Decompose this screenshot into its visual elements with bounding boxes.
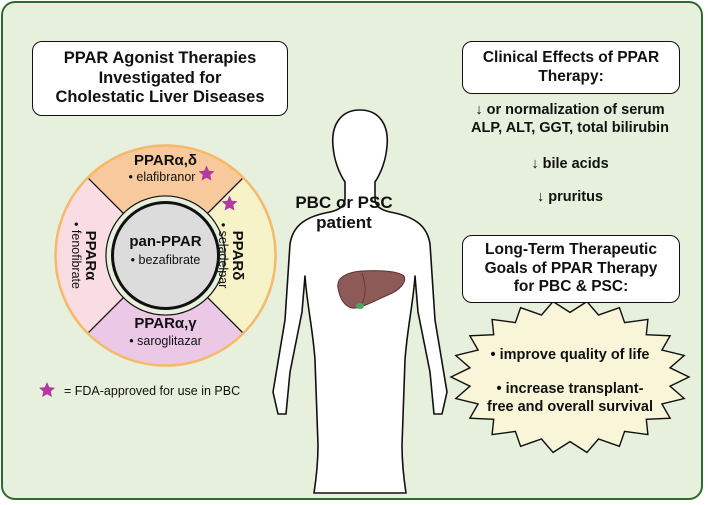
ppar-alpha-title: PPARα [82,231,99,282]
liver-icon [337,270,406,309]
goals-title-box: Long-Term Therapeutic Goals of PPAR Ther… [462,235,680,303]
legend-text: = FDA-approved for use in PBC [64,384,241,398]
therapies-title-line-3: Cholestatic Liver Diseases [55,88,265,107]
goals-starburst [449,300,691,454]
goals-title-line-2: Goals of PPAR Therapy [484,259,658,277]
effect-serum-line-1: ↓ or normalization of serum [475,102,665,118]
goal-survival-line-1: • increase transplant- [496,381,644,397]
legend-star-icon [39,382,55,397]
therapies-title-line-2: Investigated for [98,68,222,87]
therapies-title-box: PPAR Agonist Therapies Investigated for … [32,41,288,116]
ppar-alpha-drug: • fenofibrate [69,222,83,289]
patient-label-line-1: PBC or PSC [295,193,393,212]
fda-approved-star-icon [198,165,215,181]
effect-bile-acids: ↓ bile acids [531,156,609,172]
therapies-title-line-1: PPAR Agonist Therapies [63,48,257,67]
effect-serum-markers: ↓ or normalization of serum ALP, ALT, GG… [436,101,704,137]
goals-title-line-3: for PBC & PSC: [513,278,629,296]
fda-approved-star-icon [221,195,238,211]
legend: = FDA-approved for use in PBC [38,384,240,398]
pan-ppar-drug: • bezafibrate [131,253,201,267]
ppar-alpha-delta-title: PPARα,δ [134,152,197,169]
clinical-effects-title-line-2: Therapy: [538,67,604,85]
effect-serum-line-2: ALP, ALT, GGT, total bilirubin [471,120,669,137]
clinical-effects-title-box: Clinical Effects of PPAR Therapy: [462,41,680,94]
patient-label: PBC or PSC patient [284,193,404,234]
wheel-outer-ring [54,144,277,367]
ppar-delta-title: PPARδ [229,231,246,281]
goal-survival: • increase transplant- free and overall … [436,380,704,416]
patient-label-line-2: patient [316,213,372,233]
pan-ppar-center-circle [111,201,220,310]
goal-survival-line-2: free and overall survival [486,399,654,416]
pan-ppar-title: pan-PPAR [129,233,201,250]
clinical-effects-title-line-1: Clinical Effects of PPAR [482,48,660,66]
ppar-alpha-gamma-title: PPARα,γ [134,315,197,332]
effect-pruritus: ↓ pruritus [536,189,604,205]
ppar-alpha-delta-drug: • elafibranor [129,170,196,184]
ppar-delta-drug: • seladelpar [216,223,230,289]
goals-title-line-1: Long-Term Therapeutic [485,241,657,259]
goal-quality-of-life: • improve quality of life [490,347,650,363]
ppar-alpha-gamma-drug: • saroglitazar [129,334,201,348]
